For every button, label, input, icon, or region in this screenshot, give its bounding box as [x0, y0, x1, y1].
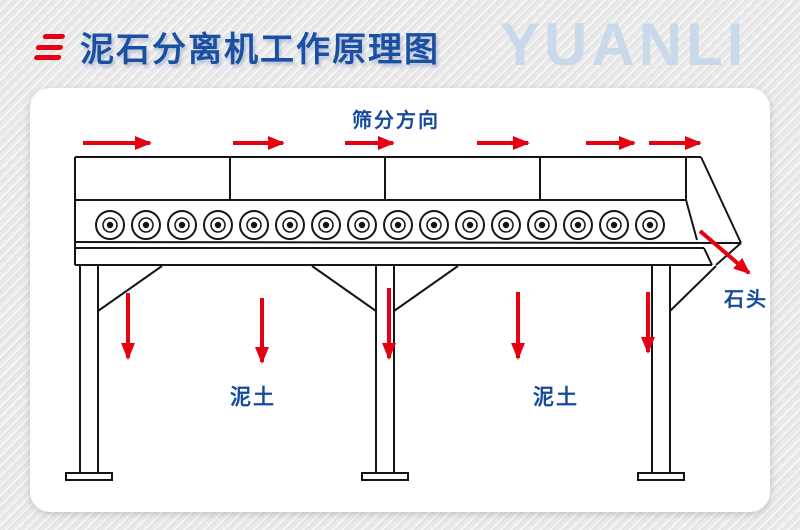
roller-row [95, 210, 665, 240]
label-stone: 石头 [724, 289, 768, 311]
roller [491, 210, 521, 240]
roller [563, 210, 593, 240]
page-title: 泥石分离机工作原理图 [80, 31, 440, 69]
roller [167, 210, 197, 240]
roller [311, 210, 341, 240]
roller [95, 210, 125, 240]
label-mud-right: 泥土 [533, 386, 579, 409]
roller [203, 210, 233, 240]
roller [131, 210, 161, 240]
roller [383, 210, 413, 240]
roller [239, 210, 269, 240]
stone-discharge-arrow [698, 229, 751, 275]
roller [635, 210, 665, 240]
roller [455, 210, 485, 240]
watermark-text: YUANLI [500, 11, 748, 78]
roller [275, 210, 305, 240]
machine-braces [97, 265, 717, 312]
machine-top-frame [74, 156, 742, 265]
roller [419, 210, 449, 240]
machine-legs [65, 265, 685, 481]
machine-deck [74, 241, 742, 266]
roller [599, 210, 629, 240]
machine-drawing [65, 156, 742, 481]
roller [527, 210, 557, 240]
flow-arrows [83, 136, 751, 364]
label-mud-left: 泥土 [230, 386, 276, 409]
label-screening-direction: 筛分方向 [352, 110, 440, 132]
roller [347, 210, 377, 240]
